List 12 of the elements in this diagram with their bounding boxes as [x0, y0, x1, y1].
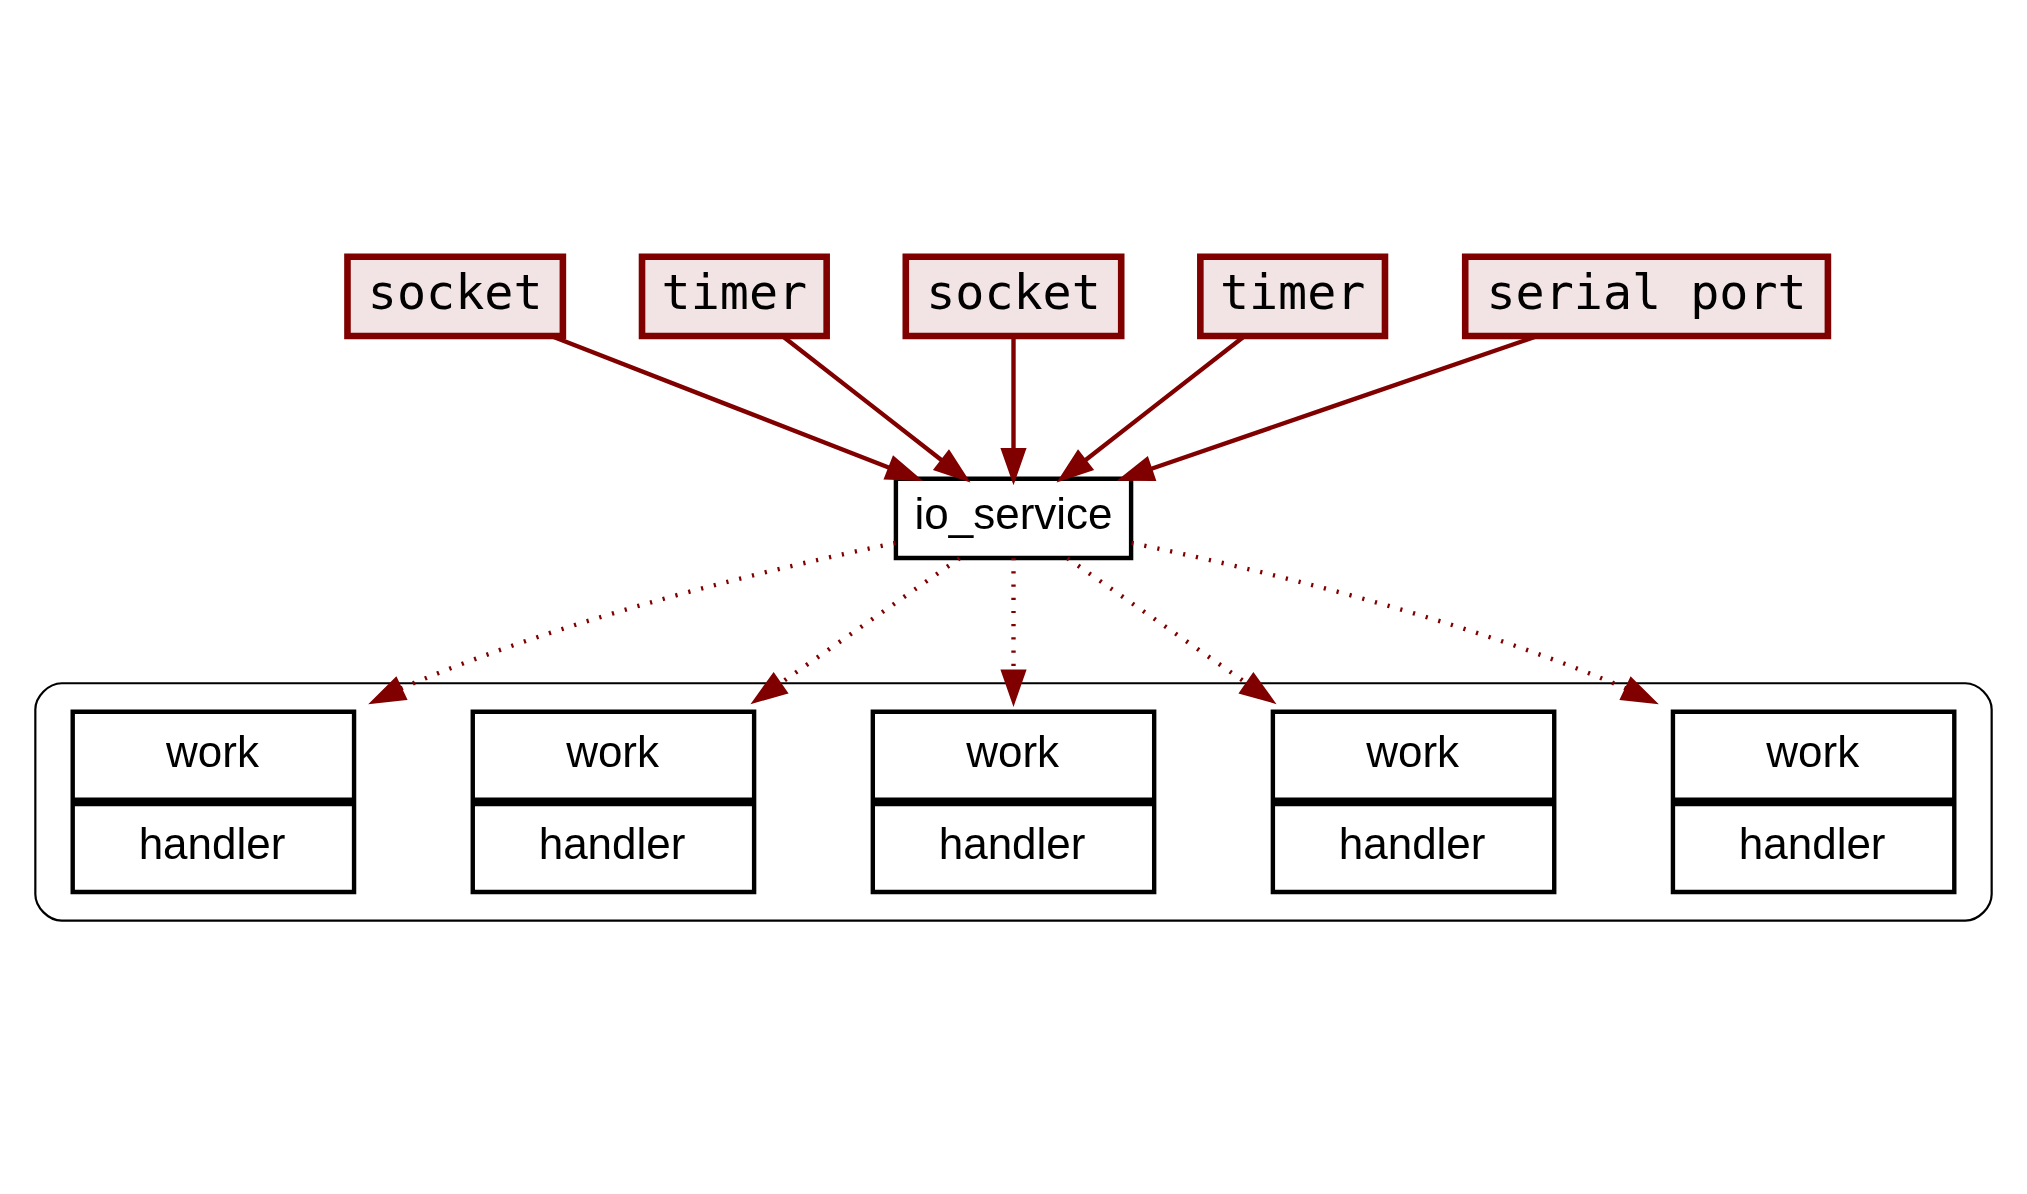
arrow	[368, 540, 896, 704]
arrow	[750, 555, 961, 704]
node-box: io_service	[893, 476, 1134, 560]
node-box: timer	[638, 253, 830, 339]
arrow	[1131, 540, 1659, 704]
arrow	[1000, 557, 1027, 707]
node-box: timer	[1197, 253, 1389, 339]
cluster	[34, 681, 1993, 922]
arrow	[1066, 555, 1277, 704]
node-box: socket	[344, 253, 567, 339]
node-box: socket	[902, 253, 1125, 339]
node-box: serial port	[1461, 253, 1832, 339]
